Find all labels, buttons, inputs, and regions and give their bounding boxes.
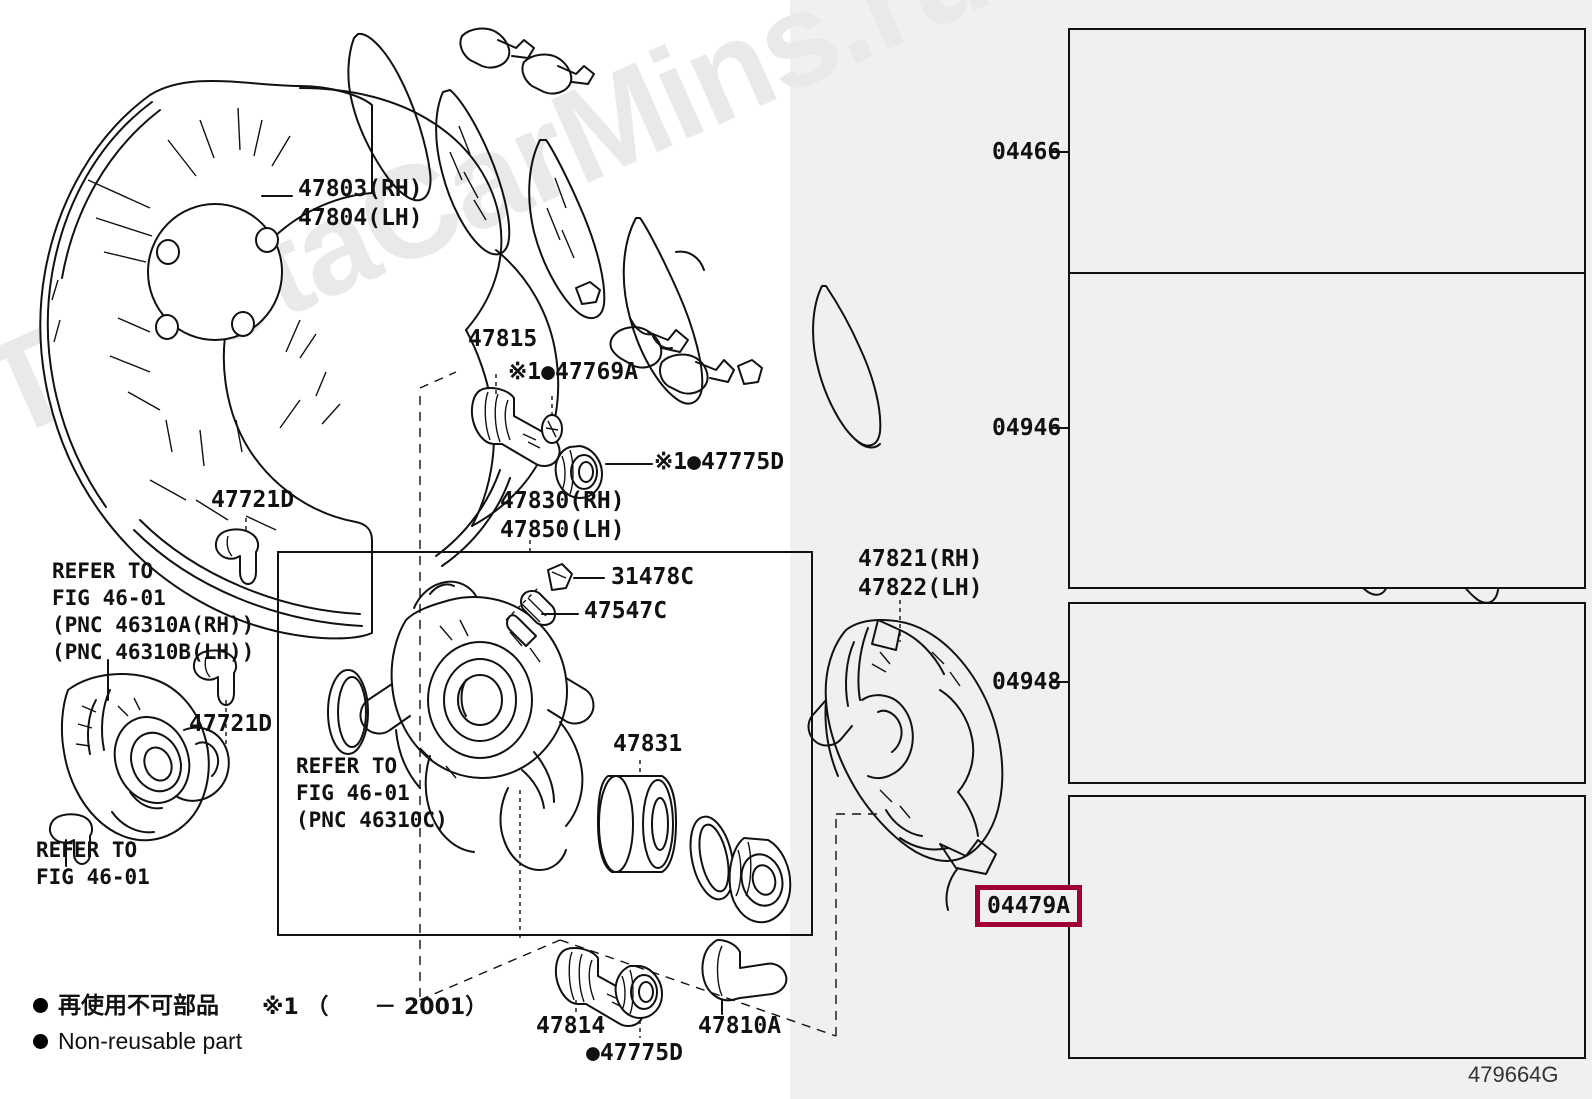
- kit-panel-04946: [1068, 272, 1586, 589]
- kit-label-04948: 04948: [992, 669, 1062, 695]
- legend-en-text: Non-reusable part: [58, 1028, 243, 1054]
- label-refer-bottom: REFER TO FIG 46-01: [36, 838, 150, 889]
- panel-leader-ticks: [1052, 152, 1068, 908]
- caliper-assembly-box: [277, 551, 813, 936]
- label-refer-caliper-inner: REFER TO FIG 46-01 (PNC 46310C): [296, 754, 448, 832]
- label-47775D-lower: ●47775D: [586, 1040, 683, 1066]
- kit-panel-04948: [1068, 602, 1586, 784]
- non-reusable-dot-en: [33, 1034, 48, 1049]
- kit-label-04946: 04946: [992, 415, 1062, 441]
- legend-jp-text: 再使用不可部品: [58, 993, 219, 1019]
- kit-label-04466: 04466: [992, 139, 1062, 165]
- label-47769A: ※1●47769A: [508, 359, 639, 385]
- label-refer-parking-brake: REFER TO FIG 46-01 (PNC 46310A(RH)) (PNC…: [52, 559, 255, 664]
- kit-label-04479A-highlight[interactable]: 04479A: [975, 885, 1083, 927]
- kit-panel-04466: [1068, 28, 1586, 277]
- figure-code: 479664G: [1468, 1062, 1559, 1087]
- label-47775D-upper: ※1●47775D: [654, 449, 785, 475]
- label-47721D-lower: 47721D: [189, 711, 273, 737]
- kit-label-04479A: 04479A: [980, 890, 1078, 922]
- label-47803-47804: 47803(RH) 47804(LH): [298, 176, 423, 231]
- label-47821-47822: 47821(RH) 47822(LH): [858, 546, 983, 601]
- label-47721D-upper: 47721D: [211, 487, 295, 513]
- art-mounting-bracket: [809, 620, 1003, 910]
- label-47815: 47815: [468, 326, 538, 352]
- label-47814: 47814: [536, 1013, 606, 1039]
- label-47830-47850: 47830(RH) 47850(LH): [500, 488, 625, 543]
- non-reusable-dot-jp: [33, 998, 48, 1013]
- kit-panel-04479A: [1068, 795, 1586, 1059]
- label-47810A: 47810A: [698, 1013, 782, 1039]
- label-47831: 47831: [613, 731, 683, 757]
- legend-block: 再使用不可部品 Non-reusable part: [33, 992, 242, 1056]
- label-31478C: 31478C: [611, 564, 695, 590]
- legend-note-ref1: ※1 （ － 2001）: [262, 995, 488, 1020]
- label-47547C: 47547C: [584, 598, 668, 624]
